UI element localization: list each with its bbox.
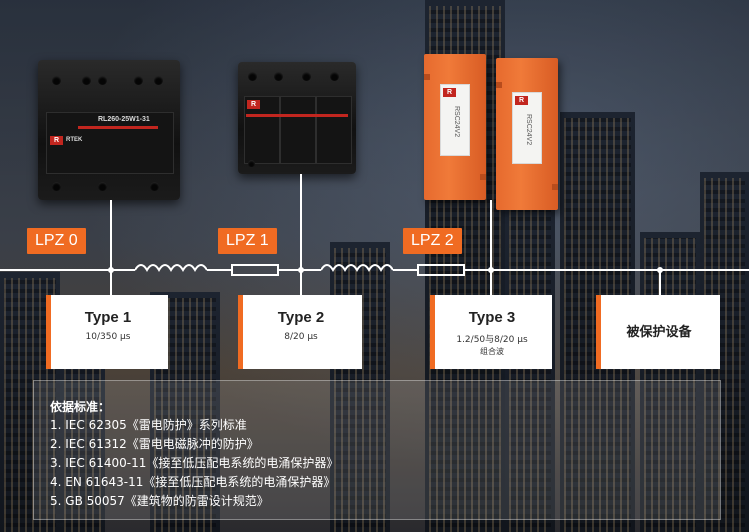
brand-logo: R bbox=[50, 136, 63, 145]
building bbox=[640, 232, 700, 532]
brand-logo: R bbox=[443, 88, 456, 97]
circuit-line bbox=[393, 269, 417, 271]
standard-item: 4. EN 61643-11《接至低压配电系统的电涌保护器》 bbox=[50, 475, 336, 489]
lpz-2-label: LPZ 2 bbox=[403, 228, 462, 254]
drop-line bbox=[300, 174, 302, 270]
connector-line bbox=[110, 270, 112, 295]
type2-box: Type 2 8/20 μs bbox=[238, 295, 362, 369]
decoupling-resistor bbox=[231, 264, 279, 276]
type2-spd-device: R bbox=[238, 62, 356, 174]
building bbox=[700, 172, 749, 532]
type1-box: Type 1 10/350 μs bbox=[46, 295, 168, 369]
circuit-line bbox=[0, 269, 135, 271]
type3-box: Type 3 1.2/50与8/20 μs 组合波 bbox=[430, 295, 552, 369]
type3-waveform: 1.2/50与8/20 μs bbox=[456, 335, 528, 345]
drop-line bbox=[110, 200, 112, 270]
standard-item: 2. IEC 61312《雷电电磁脉冲的防护》 bbox=[50, 437, 259, 451]
type1-model-label: RL260-25W1-31 bbox=[98, 116, 150, 123]
type3-title: Type 3 bbox=[468, 309, 516, 326]
type3-spd-device: R RSC24V2 bbox=[496, 58, 558, 210]
standard-item: 3. IEC 61400-11《接至低压配电系统的电涌保护器》 bbox=[50, 456, 339, 470]
type3-model-label: RSC24V2 bbox=[525, 114, 532, 146]
type1-waveform: 10/350 μs bbox=[85, 332, 131, 342]
decoupling-resistor bbox=[417, 264, 465, 276]
standard-item: 5. GB 50057《建筑物的防雷设计规范》 bbox=[50, 494, 269, 508]
type3-model-label: RSC24V2 bbox=[453, 106, 460, 138]
standards-panel bbox=[33, 380, 721, 520]
type1-title: Type 1 bbox=[84, 309, 132, 326]
type3-spd-device: R RSC24V2 bbox=[424, 54, 486, 200]
type3-combo-wave: 组合波 bbox=[480, 347, 504, 356]
brand-label: RTEK bbox=[66, 137, 83, 143]
lpz-0-label: LPZ 0 bbox=[27, 228, 86, 254]
connector-line bbox=[659, 270, 661, 295]
connector-line bbox=[300, 270, 302, 295]
drop-line bbox=[490, 200, 492, 270]
brand-logo: R bbox=[247, 100, 260, 109]
circuit-line bbox=[207, 269, 231, 271]
lpz-1-label: LPZ 1 bbox=[218, 228, 277, 254]
protected-equipment-box: 被保护设备 bbox=[596, 295, 720, 369]
brand-logo: R bbox=[515, 96, 528, 105]
protected-equipment-label: 被保护设备 bbox=[626, 325, 692, 340]
type2-title: Type 2 bbox=[277, 309, 325, 326]
standard-item: 1. IEC 62305《雷电防护》系列标准 bbox=[50, 418, 247, 432]
connector-line bbox=[490, 270, 492, 295]
inductor-coil bbox=[135, 264, 207, 272]
inductor-coil bbox=[321, 264, 393, 272]
circuit-line bbox=[465, 269, 749, 271]
type1-spd-device: RL260-25W1-31 R RTEK bbox=[38, 60, 180, 200]
type2-waveform: 8/20 μs bbox=[284, 332, 318, 342]
standards-title: 依据标准： bbox=[50, 400, 111, 414]
